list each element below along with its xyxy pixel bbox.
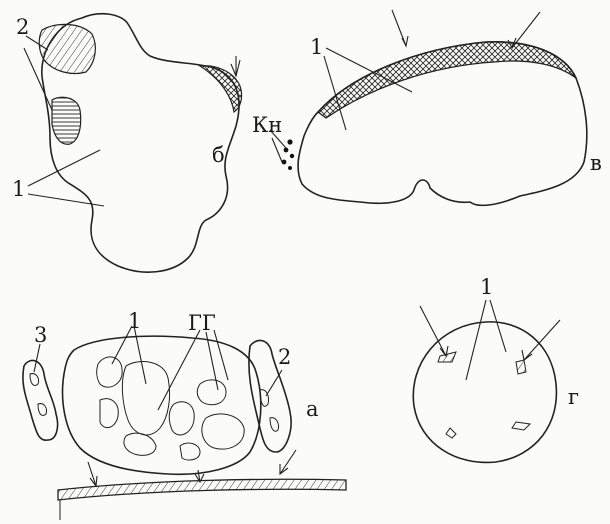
panel-g — [413, 300, 560, 462]
panel-a-label-gg: ГГ — [188, 311, 216, 335]
panel-v-label-kn: Кн — [252, 113, 282, 137]
panel-v-label-1: 1 — [310, 35, 323, 59]
panel-b-label-2: 2 — [16, 15, 29, 39]
panel-b-letter: б — [212, 143, 225, 167]
panel-a-inclusion — [169, 402, 194, 435]
panel-a-main-mass — [63, 336, 261, 474]
panel-a-inclusion — [124, 433, 156, 455]
panel-b-dark-cap — [200, 66, 242, 112]
panel-a-bottom-band — [58, 479, 346, 500]
panel-a-leader-3 — [34, 344, 40, 372]
panel-a-inclusion — [100, 399, 118, 428]
panel-a-inclusion — [180, 443, 200, 460]
panel-g-label-1: 1 — [480, 275, 493, 299]
panel-a-label-1: 1 — [128, 309, 141, 333]
panel-v-granules — [282, 139, 295, 170]
panel-g-inclusion — [446, 428, 456, 438]
panel-a-fragment-3 — [23, 360, 58, 440]
panel-g-letter: г — [568, 385, 579, 409]
panel-b — [24, 14, 242, 272]
panel-a-inclusion — [202, 414, 244, 449]
panel-g-inclusion — [516, 360, 526, 374]
panel-a-inclusion — [97, 357, 122, 387]
panel-a-label-3: 3 — [34, 323, 47, 347]
panel-v-hatched-band — [318, 42, 576, 118]
panel-g-outline — [413, 322, 556, 463]
panel-b-hatched-patch — [39, 24, 95, 73]
panel-a-inclusion — [122, 362, 169, 435]
panel-g-inclusion — [512, 422, 530, 430]
panel-b-lined-patch — [52, 97, 81, 144]
panel-a-label-2: 2 — [278, 345, 291, 369]
panel-a-inclusion — [197, 380, 226, 405]
panel-a-letter: а — [306, 397, 319, 421]
panel-v-letter: в — [590, 151, 602, 175]
panel-a-leader-2 — [266, 370, 282, 396]
panel-a — [23, 326, 346, 520]
panel-b-label-1: 1 — [12, 177, 25, 201]
panel-g-leader-1 — [466, 300, 486, 380]
